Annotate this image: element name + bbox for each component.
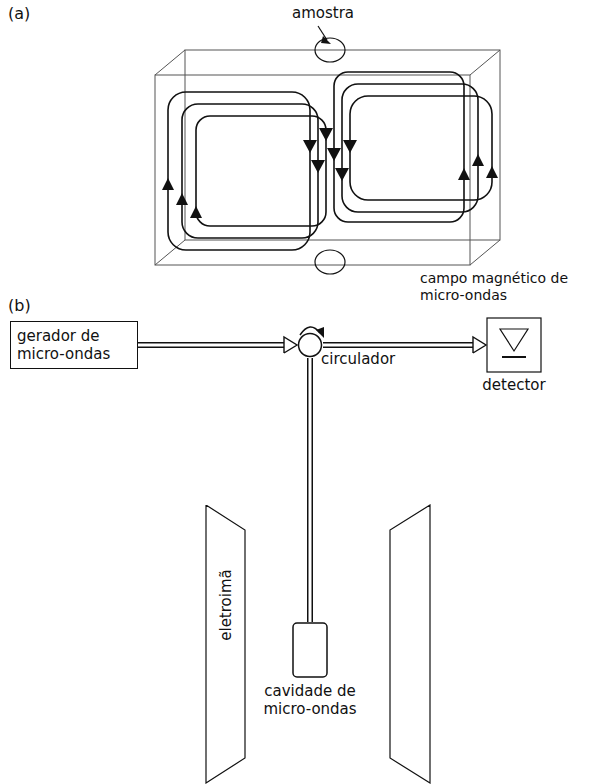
sample-ellipse bbox=[315, 38, 345, 62]
cavity-outline bbox=[293, 623, 327, 677]
arrow-up bbox=[162, 178, 174, 190]
field-label: campo magnético de micro-ondas bbox=[420, 270, 570, 304]
waveguide-outer bbox=[307, 358, 313, 622]
arrow-down bbox=[311, 160, 325, 173]
arrow-up bbox=[472, 154, 484, 166]
electromagnet-outline bbox=[205, 505, 247, 784]
field-loop bbox=[182, 104, 318, 238]
electromagnet-pole bbox=[206, 505, 245, 783]
waveguide-outer bbox=[323, 342, 473, 348]
arrow-down bbox=[303, 140, 317, 153]
arrow-up bbox=[486, 166, 498, 178]
waveguide-outer bbox=[138, 342, 284, 348]
sample-ellipse bbox=[315, 250, 345, 274]
field-loop bbox=[196, 116, 326, 226]
waveguide-connector bbox=[310, 358, 311, 622]
arrowhead bbox=[284, 337, 297, 353]
cavity-box: cavidade de micro-ondas bbox=[292, 622, 328, 678]
electromagnet-pole bbox=[390, 505, 430, 783]
arrowhead bbox=[473, 337, 486, 353]
waveguide-inner bbox=[323, 344, 473, 347]
electromagnet: eletroimã bbox=[205, 505, 247, 784]
waveguide-inner bbox=[138, 344, 284, 347]
circulator-circle-outline bbox=[297, 332, 323, 358]
cavity-box-outline bbox=[292, 622, 328, 678]
detector-box-outline bbox=[486, 317, 542, 373]
arrow-up bbox=[458, 168, 470, 180]
electromagnet-label: eletroimã bbox=[217, 570, 235, 642]
field-loop bbox=[342, 84, 478, 212]
panel-label: (a) bbox=[8, 4, 30, 23]
field-loops bbox=[168, 26, 492, 274]
arrow-down bbox=[343, 140, 357, 153]
detector-label: detector bbox=[482, 376, 545, 394]
cavity-edge bbox=[470, 240, 500, 265]
field-loop bbox=[350, 96, 492, 200]
sample-label: amostra bbox=[292, 4, 354, 22]
arrow-up bbox=[176, 193, 188, 205]
generator-box: gerador de micro-ondas bbox=[10, 321, 138, 369]
cavity-front-face bbox=[155, 75, 470, 265]
cavity-edge bbox=[155, 50, 185, 75]
box-text: gerador de micro-ondas bbox=[17, 327, 131, 363]
panel-label: (b) bbox=[8, 296, 31, 315]
circulator-symbol bbox=[299, 334, 322, 357]
arrow-up bbox=[190, 206, 202, 218]
waveguide-inner bbox=[309, 358, 312, 622]
cavity-box bbox=[155, 50, 500, 265]
cavity-back-face bbox=[185, 50, 500, 240]
detector-symbol bbox=[500, 329, 528, 351]
cavity-edge bbox=[155, 240, 185, 265]
cavity-edge bbox=[470, 50, 500, 75]
arrow-down bbox=[319, 128, 333, 141]
circulator-circle: circulador bbox=[297, 332, 323, 358]
detector-bar bbox=[502, 356, 526, 358]
circulator-label: circulador bbox=[321, 350, 395, 368]
detector-box: detector bbox=[486, 317, 542, 373]
cavity-label: cavidade de micro-ondas bbox=[250, 682, 370, 718]
field-arrows bbox=[162, 36, 498, 218]
arrow-down bbox=[335, 168, 349, 181]
arrow-down bbox=[327, 148, 341, 161]
leader-arrowhead bbox=[321, 36, 331, 44]
detector-frame bbox=[487, 318, 541, 372]
waveguide-connector bbox=[138, 337, 297, 353]
